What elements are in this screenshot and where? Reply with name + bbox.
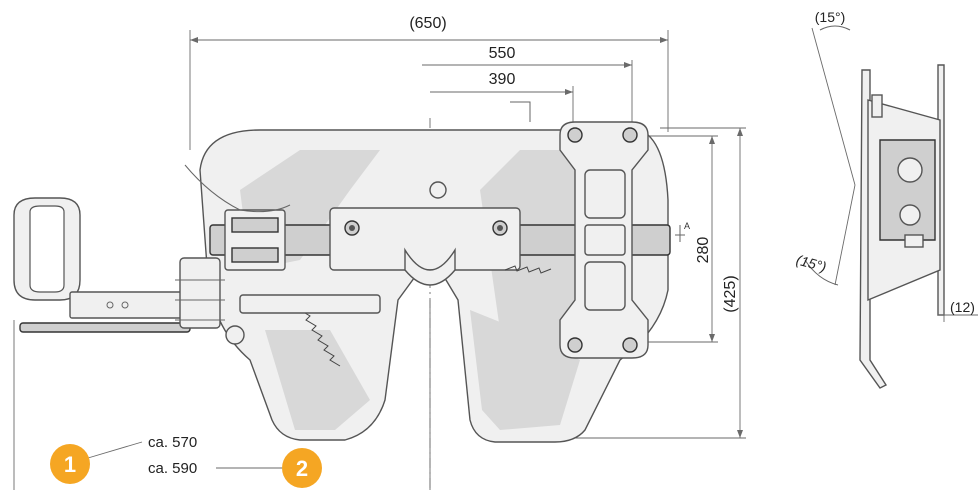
dim-550: 550: [489, 45, 516, 62]
dim-tilt-bottom: (15°): [794, 251, 828, 274]
section-marker-a: A: [684, 221, 690, 231]
callouts: 1 ca. 570 2 ca. 590: [50, 434, 322, 488]
dim-390: 390: [489, 71, 516, 88]
coupling-side-view: [804, 25, 978, 389]
dim-overall-width: (650): [409, 15, 446, 32]
callout-marker-1: [50, 444, 90, 484]
coupling-top-view: [13, 121, 685, 443]
dim-tilt-top: (15°): [815, 9, 846, 25]
callout-number-1: 1: [64, 452, 76, 477]
dim-280: 280: [695, 237, 712, 264]
dimension-labels: (650) 550 390 280 (425) (15°) (15°) (12)…: [409, 9, 975, 315]
callout-label-2: ca. 590: [148, 460, 197, 477]
callout-marker-2: [282, 448, 322, 488]
dim-plate-thickness: (12): [950, 299, 975, 315]
callout-number-2: 2: [296, 456, 308, 481]
callout-label-1: ca. 570: [148, 434, 197, 451]
dim-425: (425): [722, 275, 739, 312]
